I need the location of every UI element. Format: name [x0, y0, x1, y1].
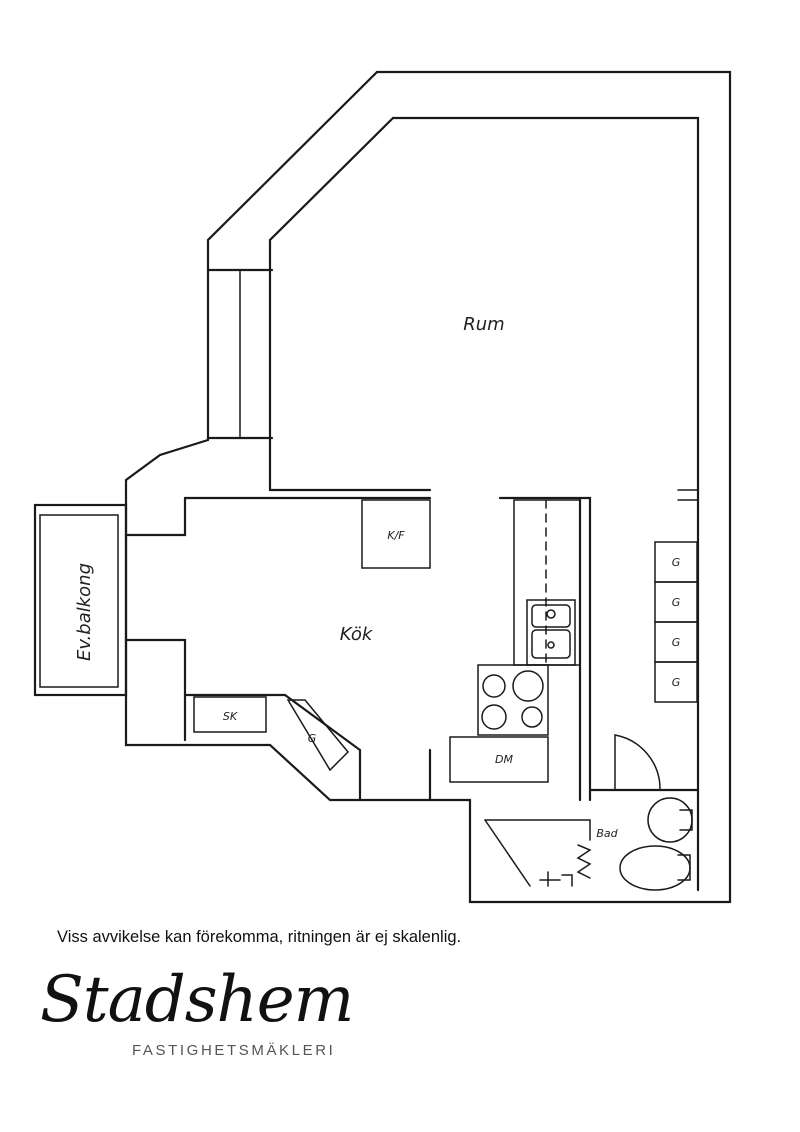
company-logo: Stadshem FASTIGHETSMÄKLERI	[30, 962, 390, 1072]
outer-walls	[124, 70, 732, 904]
logo-script: Stadshem	[40, 963, 354, 1037]
fridge-label: K/F	[387, 529, 405, 542]
room-label-rum: Rum	[463, 314, 504, 335]
stove	[477, 664, 549, 736]
fridge-freezer: K/F	[361, 499, 431, 569]
disclaimer-text: Viss avvikelse kan förekomma, ritningen …	[57, 928, 462, 946]
bathroom-label: Bad	[596, 827, 618, 840]
wardrobe-label: G	[672, 636, 681, 649]
wardrobes: G G G G	[654, 489, 699, 703]
kitchen-walls	[124, 496, 592, 802]
balcony-label: Ev.balkong	[74, 563, 95, 661]
bathroom: Bad	[484, 734, 700, 891]
wardrobe-label: G	[672, 596, 681, 609]
room-label-kok: Kök	[340, 624, 374, 645]
wardrobe-label: G	[672, 676, 681, 689]
dishwasher: DM	[449, 736, 549, 783]
kitchen-counter	[513, 499, 581, 666]
floor-plan: K/F DM SK G Ev.balkong	[33, 70, 732, 904]
wardrobe-label: G	[672, 556, 681, 569]
dishwasher-label: DM	[495, 753, 513, 766]
small-wardrobe-label: G	[308, 732, 317, 745]
logo-subtitle: FASTIGHETSMÄKLERI	[132, 1042, 336, 1059]
cupboard-label: SK	[223, 710, 238, 723]
balcony: Ev.balkong	[33, 503, 128, 697]
cleaning-cupboard: SK	[193, 696, 267, 733]
small-wardrobe: G	[286, 699, 350, 772]
